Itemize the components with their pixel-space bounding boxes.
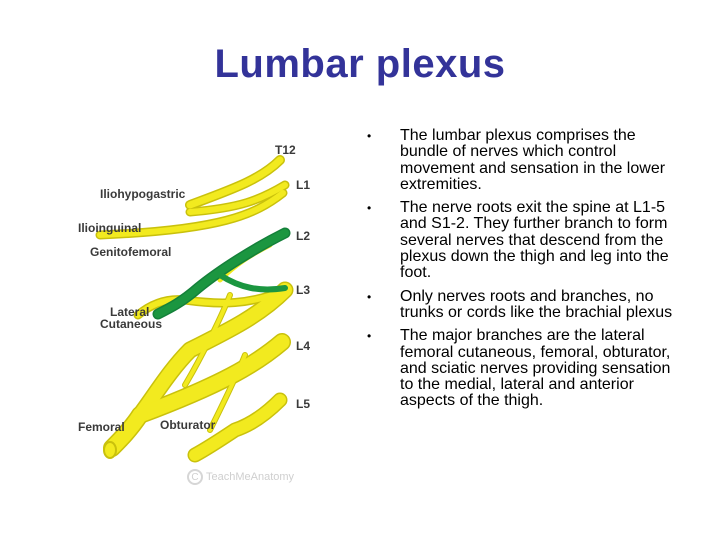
bullet-text: The lumbar plexus comprises the bundle o… — [400, 127, 666, 193]
bullet-marker: • — [367, 129, 372, 143]
lumbar-plexus-diagram: T12 L1 L2 L3 L4 L5 Iliohypogastric Ilioi… — [70, 130, 330, 500]
iliohypogastric-label: Iliohypogastric — [100, 187, 186, 201]
bullet-marker: • — [367, 329, 372, 344]
bullet-text: Only nerves roots and branches, no trunk… — [400, 287, 673, 321]
root-label-l1: L1 — [296, 178, 311, 192]
nerve-illustration — [95, 155, 294, 463]
watermark-text: TeachMeAnatomy — [206, 471, 295, 483]
bullet-list: • The lumbar plexus comprises the bundle… — [365, 127, 685, 417]
bullet-item: • The nerve roots exit the spine at L1-5… — [365, 199, 685, 282]
root-label-t12: T12 — [275, 143, 296, 157]
copyright-icon: C — [187, 469, 203, 485]
bullet-item: • The lumbar plexus comprises the bundle… — [365, 127, 685, 193]
obturator-label: Obturator — [160, 418, 216, 432]
bullet-item: • Only nerves roots and branches, no tru… — [365, 287, 685, 322]
root-label-l4: L4 — [296, 339, 311, 353]
bullet-text: The major branches are the lateral femor… — [400, 327, 671, 410]
root-label-l3: L3 — [296, 283, 311, 297]
bullet-text: The nerve roots exit the spine at L1-5 a… — [400, 199, 669, 282]
ilioinguinal-label: Ilioinguinal — [78, 221, 142, 235]
genitofemoral-label: Genitofemoral — [90, 245, 172, 259]
bullet-item: • The major branches are the lateral fem… — [365, 327, 685, 410]
lateral-cutaneous-label-line1: Lateral — [110, 305, 150, 319]
bullet-marker: • — [367, 201, 372, 216]
slide-title: Lumbar plexus — [214, 42, 506, 86]
lateral-cutaneous-label-line2: Cutaneous — [100, 317, 163, 331]
femoral-label: Femoral — [78, 420, 125, 434]
watermark: C TeachMeAnatomy — [187, 469, 294, 485]
bullet-marker: • — [367, 289, 372, 304]
root-label-l5: L5 — [296, 397, 311, 411]
root-label-l2: L2 — [296, 229, 311, 243]
